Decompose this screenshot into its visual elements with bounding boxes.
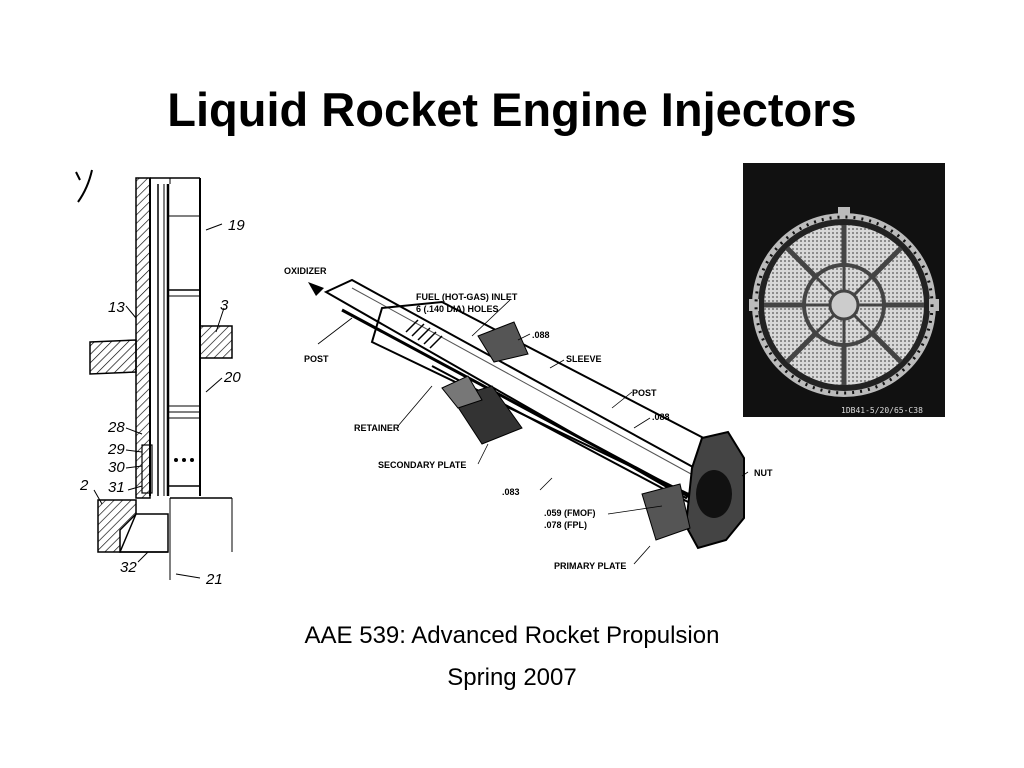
label-2: 2 (79, 477, 89, 494)
photo-caption: 1DB41-5/20/65-C38 (841, 406, 923, 415)
label-retainer: RETAINER (354, 423, 400, 433)
label-sleeve: SLEEVE (566, 354, 602, 364)
injector-section-svg: 19 13 3 20 28 29 30 2 31 32 21 (75, 169, 245, 588)
injector-cutaway-drawing: OXIDIZER FUEL (HOT-GAS) INLET 6 (.140 DI… (282, 258, 782, 578)
label-28: 28 (107, 419, 125, 436)
label-13: 13 (108, 299, 125, 316)
injector-cutaway-svg: OXIDIZER FUEL (HOT-GAS) INLET 6 (.140 DI… (284, 266, 773, 571)
label-dim-078: .078 (FPL) (544, 520, 587, 530)
label-fuel-holes: 6 (.140 DIA) HOLES (416, 304, 499, 314)
label-29: 29 (107, 441, 125, 458)
label-dim-059: .059 (FMOF) (544, 508, 596, 518)
label-20: 20 (223, 369, 241, 386)
label-post-a: POST (304, 354, 329, 364)
label-nut: NUT (754, 468, 773, 478)
slide-title: Liquid Rocket Engine Injectors (167, 83, 857, 136)
label-19: 19 (228, 217, 245, 234)
label-primary-plate: PRIMARY PLATE (554, 561, 626, 571)
label-secondary-plate: SECONDARY PLATE (378, 460, 466, 470)
label-3: 3 (220, 297, 229, 314)
injector-section-drawing: 19 13 3 20 28 29 30 2 31 32 21 (72, 160, 272, 590)
injector-face-svg: 1DB41-5/20/65-C38 (743, 163, 945, 417)
label-post-b: POST (632, 388, 657, 398)
label-oxidizer: OXIDIZER (284, 266, 327, 276)
label-32: 32 (120, 559, 137, 576)
course-name: AAE 539: Advanced Rocket Propulsion (304, 622, 720, 649)
label-fuel-inlet: FUEL (HOT-GAS) INLET (416, 292, 518, 302)
course-term: Spring 2007 (447, 664, 577, 691)
label-21: 21 (205, 571, 223, 588)
label-30: 30 (108, 459, 125, 476)
label-31: 31 (108, 479, 125, 496)
label-dim-083: .083 (502, 487, 520, 497)
label-dim-088-a: .088 (532, 330, 550, 340)
label-dim-088-b: .088 (652, 412, 670, 422)
injector-face-photo: 1DB41-5/20/65-C38 (743, 163, 945, 417)
